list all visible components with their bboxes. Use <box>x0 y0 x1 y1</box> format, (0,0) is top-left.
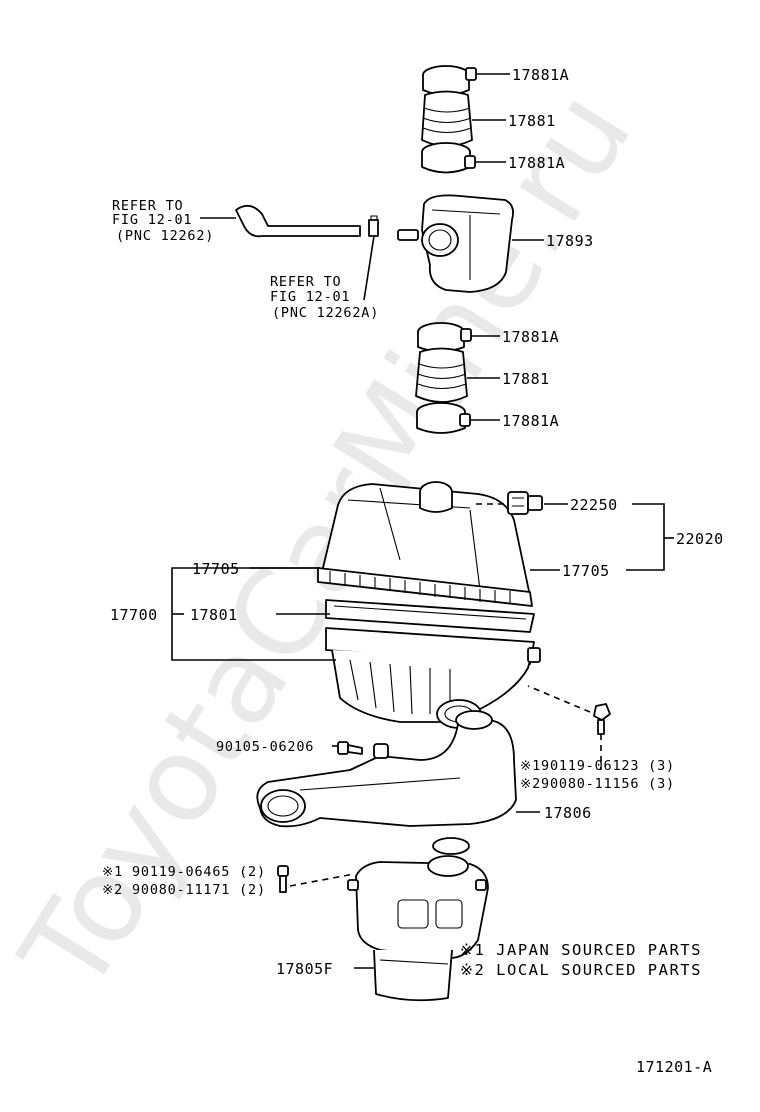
lower-air-inlet <box>347 855 489 1002</box>
callout-labels: 17881A 17881 17881A 17893 17881A 17881 1… <box>102 66 724 978</box>
label-17705-left: 17705 <box>192 560 240 578</box>
label-bolt-low-2: ※2 90080-11171 (2) <box>102 882 266 898</box>
leader-lines <box>171 73 674 969</box>
label-17801: 17801 <box>190 606 238 624</box>
ref-hose-line2: FIG 12-01 <box>112 212 192 228</box>
label-22020: 22020 <box>676 530 724 548</box>
label-90105: 90105-06206 <box>216 739 314 755</box>
hose-clamp-top-lower <box>421 142 476 174</box>
sourcing-notes: ※1 JAPAN SOURCED PARTS ※2 LOCAL SOURCED … <box>460 941 702 979</box>
ref-fitting-line2: FIG 12-01 <box>270 289 350 305</box>
air-filter-element <box>325 599 535 633</box>
bolt-90105 <box>337 741 363 755</box>
label-bolt-right-2: ※290080-11156 (3) <box>520 776 675 792</box>
bolt-lower <box>277 865 289 893</box>
label-17805f: 17805F <box>276 960 333 978</box>
figure-number: 171201-A <box>636 1058 712 1076</box>
label-17881a-3: 17881A <box>502 328 559 346</box>
air-inlet-duct <box>256 710 517 855</box>
intake-hose-top <box>421 90 473 147</box>
air-resonator <box>397 194 514 293</box>
ref-hose-line1: REFER TO <box>112 198 183 214</box>
label-17893: 17893 <box>546 232 594 250</box>
label-17881a-2: 17881A <box>508 154 565 172</box>
bolt-upper-right <box>593 703 611 735</box>
ref-fitting-line1: REFER TO <box>270 274 341 290</box>
label-17705-right: 17705 <box>562 562 610 580</box>
reference-notes: REFER TO FIG 12-01 (PNC 12262) REFER TO … <box>112 198 379 321</box>
hose-fitting <box>368 215 379 237</box>
label-17881a-4: 17881A <box>502 412 559 430</box>
label-bolt-right-1: ※190119-06123 (3) <box>520 758 675 774</box>
label-17806: 17806 <box>544 804 592 822</box>
label-17881-1: 17881 <box>508 112 556 130</box>
note-japan-sourced: ※1 JAPAN SOURCED PARTS <box>460 941 702 959</box>
note-local-sourced: ※2 LOCAL SOURCED PARTS <box>460 961 702 979</box>
air-cleaner-case <box>325 627 541 729</box>
intake-air-temp-sensor <box>507 491 543 515</box>
label-17881-2: 17881 <box>502 370 550 388</box>
hose-clamp-top-upper <box>422 65 477 96</box>
label-22250: 22250 <box>570 496 618 514</box>
ref-hose-line3: (PNC 12262) <box>116 228 214 244</box>
breather-hose <box>235 204 361 238</box>
label-17700: 17700 <box>110 606 158 624</box>
intake-hose-mid <box>415 347 468 403</box>
label-17881a-1: 17881A <box>512 66 569 84</box>
air-cleaner-cap <box>317 481 533 607</box>
label-bolt-low-1: ※1 90119-06465 (2) <box>102 864 266 880</box>
hose-clamp-mid-lower <box>416 402 471 434</box>
ref-fitting-line3: (PNC 12262A) <box>272 305 379 321</box>
